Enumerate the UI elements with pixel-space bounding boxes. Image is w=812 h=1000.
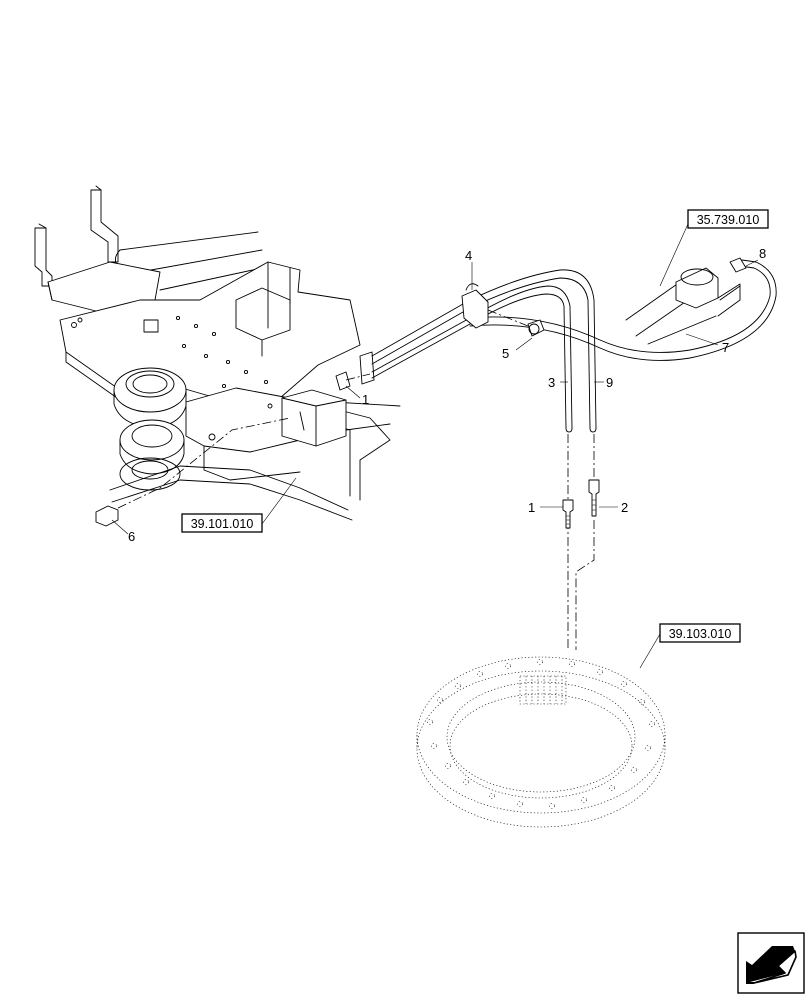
callout-6: 6 <box>128 529 135 544</box>
callout-7: 7 <box>722 340 729 355</box>
callout-3: 3 <box>548 375 555 390</box>
callout-1-lower: 1 <box>528 500 535 515</box>
ref-box-35-739-010[interactable]: 35.739.010 <box>687 209 769 229</box>
ref-label-39-103-010: 39.103.010 <box>669 627 732 641</box>
callout-4: 4 <box>465 248 472 263</box>
slewing-ring <box>416 656 666 828</box>
bolt-holes <box>427 659 655 809</box>
hose-bundle <box>335 257 777 433</box>
ref-box-39-103-010[interactable]: 39.103.010 <box>659 623 741 643</box>
ref-label-39-101-010: 39.101.010 <box>191 517 254 531</box>
ref-label-35-739-010: 35.739.010 <box>697 213 760 227</box>
leader-lines <box>111 223 759 669</box>
callouts: 4 8 5 7 3 9 1 1 2 6 <box>128 246 766 544</box>
cylinder-assembly <box>625 267 741 345</box>
callout-8: 8 <box>759 246 766 261</box>
callout-2: 2 <box>621 500 628 515</box>
callout-9: 9 <box>606 375 613 390</box>
ref-box-39-101-010[interactable]: 39.101.010 <box>181 513 263 533</box>
callout-5: 5 <box>502 346 509 361</box>
swivel-joint <box>519 675 567 705</box>
frame-assembly <box>34 185 401 521</box>
arrow-left-icon[interactable] <box>737 932 805 994</box>
callout-1-upper: 1 <box>362 392 369 407</box>
assembly-paths <box>117 417 595 650</box>
fitting-parts <box>95 479 600 529</box>
